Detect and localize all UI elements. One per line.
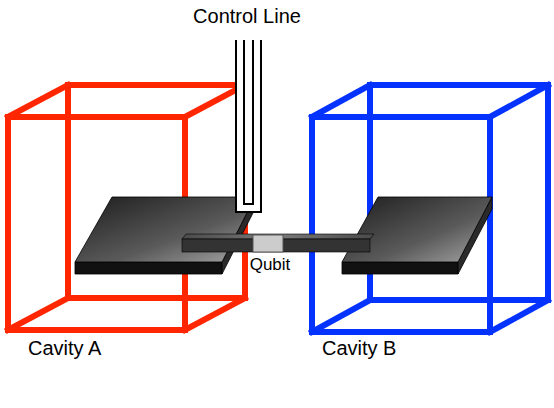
cube-edge [185, 298, 245, 330]
qubit-label: Qubit [250, 255, 291, 275]
junction-bar [182, 234, 374, 252]
cavity-label: Cavity A [28, 336, 101, 360]
cube-edge [8, 298, 68, 330]
control-line-label: Control Line [193, 4, 301, 28]
josephson-junction [253, 235, 283, 252]
cube-edge [8, 85, 68, 117]
cube-edge [490, 85, 548, 117]
control-line-tube [236, 40, 261, 212]
cube-edge [312, 300, 370, 332]
cavity-label: Cavity B [322, 336, 396, 360]
cube-edge [490, 300, 548, 332]
cube-edge [312, 85, 370, 117]
